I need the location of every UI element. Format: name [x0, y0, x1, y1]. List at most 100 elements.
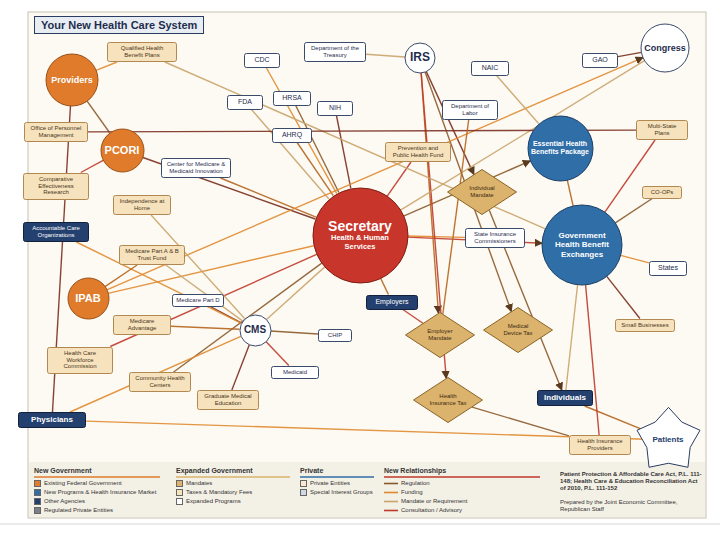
program-box: Health Insurance Providers — [569, 435, 631, 455]
node-shape — [114, 196, 171, 215]
node-label: Health Insurance Providers — [573, 438, 627, 452]
node-shape — [24, 173, 89, 199]
legend-line-sample — [384, 480, 398, 487]
program-box: Independence at Home — [113, 195, 171, 215]
node-shape — [472, 61, 509, 75]
legend-line-sample — [384, 489, 398, 496]
node-label: Individuals — [541, 393, 589, 402]
node-shape — [386, 143, 451, 162]
label-group: Medicare Part D — [176, 297, 220, 304]
chart-panel — [28, 12, 706, 518]
label-group: State Insurance Commissioners — [469, 231, 521, 245]
node-label: Employer Mandate — [420, 328, 460, 342]
node-shape — [367, 295, 418, 309]
program-box: Health Care Workforce Commission — [47, 347, 113, 374]
node-label: Providers — [49, 75, 95, 85]
connector — [621, 255, 649, 263]
program-box: Physicians — [18, 412, 86, 428]
connector — [566, 285, 578, 390]
connector — [86, 421, 645, 439]
program-box: AHRQ — [272, 128, 312, 143]
label-group: Community Health Centers — [133, 375, 187, 389]
node-shape — [414, 378, 483, 423]
agency-circle: IRS — [404, 42, 436, 74]
legend-swatch — [300, 489, 307, 496]
node-label: IPAB — [71, 292, 105, 305]
node-shape — [305, 43, 366, 62]
label-group: Comparative Effectiveness Research — [27, 176, 85, 197]
label-group: NIH — [321, 104, 349, 112]
node-label: Department of Labor — [446, 103, 494, 117]
node-label: Essential Health Benefits Package — [531, 140, 589, 156]
label-group: Graduate Medical Education — [201, 393, 255, 407]
node-label: CO-OPs — [646, 189, 678, 196]
legend-text: Mandates — [186, 480, 212, 487]
program-box: NAIC — [471, 61, 509, 76]
node-label: Office of Personnel Management — [28, 125, 84, 139]
connector — [607, 276, 640, 318]
mandate-diamond: Health Insurance Tax — [413, 377, 483, 423]
label-group: Congress — [644, 43, 686, 53]
legend-swatch — [300, 480, 307, 487]
program-box: CDC — [244, 53, 280, 68]
source-note: Prepared by the Joint Economic Committee… — [560, 499, 702, 513]
program-box: CHIP — [318, 329, 352, 342]
label-group: Health Insurance Tax — [428, 393, 468, 407]
label-group: Independence at Home — [117, 198, 167, 212]
node-label: NIH — [321, 104, 349, 112]
legend-heading: New Relationships — [384, 467, 534, 475]
node-shape — [443, 101, 498, 120]
node-shape — [272, 366, 319, 378]
program-box: Graduate Medical Education — [197, 390, 259, 410]
node-shape — [68, 278, 109, 319]
label-group: SecretaryHealth & Human Services — [318, 218, 402, 251]
node-shape — [25, 123, 88, 142]
node-shape — [46, 54, 98, 106]
legend-heading: Private — [300, 467, 380, 475]
node-shape — [228, 95, 263, 109]
label-group: GAO — [586, 56, 614, 64]
program-box: GAO — [582, 53, 618, 68]
legend-item: Expanded Programs — [176, 498, 241, 505]
node-label: PCORI — [104, 144, 140, 157]
legend-text: Other Agencies — [44, 498, 85, 505]
connector — [171, 326, 240, 329]
node-label: Patients — [651, 435, 685, 444]
label-group: Medicare Part A & B Trust Fund — [123, 248, 181, 262]
node-label: Accountable Care Organizations — [27, 225, 85, 239]
program-box: Office of Personnel Management — [24, 122, 88, 142]
node-shape — [273, 128, 312, 142]
label-group: Department of Labor — [446, 103, 494, 117]
connector — [220, 178, 316, 217]
connector — [266, 341, 289, 365]
node-shape — [641, 24, 689, 72]
legend-text: Taxes & Mandatory Fees — [186, 489, 252, 496]
chart-title: Your New Health Care System — [34, 16, 204, 34]
node-shape — [583, 53, 618, 67]
legend-rule — [176, 476, 290, 478]
label-group: HRSA — [277, 94, 307, 102]
connector — [81, 160, 103, 172]
node-label: Physicians — [22, 415, 82, 424]
node-shape — [542, 205, 622, 285]
node-shape — [538, 391, 593, 406]
node-shape — [466, 229, 525, 248]
legend-text: Existing Federal Government — [44, 480, 122, 487]
label-group: Medicaid — [275, 369, 315, 376]
node-label: States — [653, 264, 683, 272]
legend-swatch — [34, 480, 41, 487]
node-label: Graduate Medical Education — [201, 393, 255, 407]
node-shape — [245, 53, 280, 67]
connector — [407, 236, 465, 237]
label-group: AHRQ — [276, 131, 308, 139]
legend-item: Consultation / Advisory — [384, 507, 462, 514]
program-box: Small Businesses — [615, 319, 675, 332]
legend-rule — [34, 476, 160, 478]
node-label: Center for Medicare & Medicaid Innovatio… — [165, 161, 227, 175]
program-box: NIH — [317, 101, 353, 116]
program-box: Accountable Care Organizations — [23, 222, 89, 242]
node-shape — [528, 116, 593, 181]
node-shape — [114, 316, 171, 335]
node-shape — [198, 391, 259, 410]
node-label: Comparative Effectiveness Research — [27, 176, 85, 197]
